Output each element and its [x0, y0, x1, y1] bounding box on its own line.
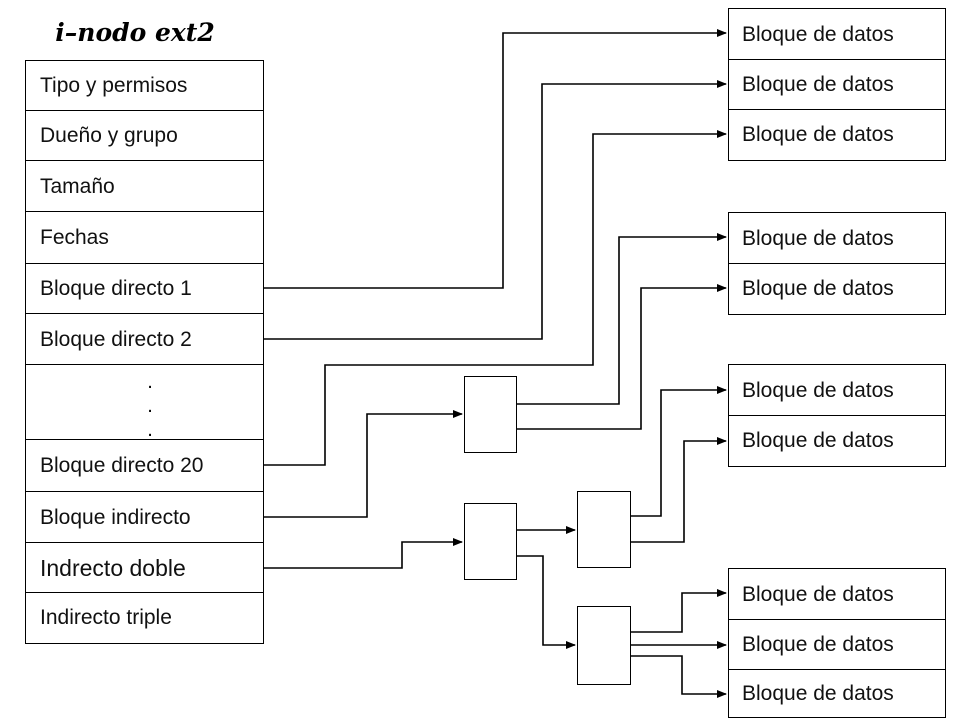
- data-block: Bloque de datos: [728, 364, 946, 417]
- data-block: Bloque de datos: [728, 8, 946, 61]
- data-block: Bloque de datos: [728, 568, 946, 621]
- data-block: Bloque de datos: [728, 619, 946, 671]
- inode-row-direct-block-1: Bloque directo 1: [25, 263, 264, 315]
- connector-level2b-out-3: [631, 655, 727, 698]
- connector-direct-2: [264, 80, 727, 340]
- inode-row-size: Tamaño: [25, 160, 264, 213]
- connector-direct-1: [264, 29, 727, 289]
- diagram-title: i–nodo ext2: [55, 18, 215, 47]
- second-level-pointer-block: [577, 491, 631, 568]
- inode-row-ellipsis: [25, 364, 264, 441]
- inode-row-type-permissions: Tipo y permisos: [25, 60, 264, 112]
- connector-indirect-out-2: [517, 284, 727, 430]
- data-block: Bloque de datos: [728, 415, 946, 467]
- connector-double-level-2: [517, 555, 576, 649]
- connector-level2a-out-1: [631, 386, 727, 517]
- connector-level2a-out-2: [631, 437, 727, 543]
- inode-row-direct-block-2: Bloque directo 2: [25, 313, 264, 366]
- data-block: Bloque de datos: [728, 263, 946, 315]
- ellipsis-dots: ...: [147, 371, 153, 441]
- data-block: Bloque de datos: [728, 109, 946, 161]
- inode-row-double-indirect: Indrecto doble: [25, 542, 264, 594]
- inode-row-direct-block-20: Bloque directo 20: [25, 439, 264, 493]
- data-block: Bloque de datos: [728, 212, 946, 265]
- indirect-pointer-block: [464, 376, 517, 453]
- inode-row-dates: Fechas: [25, 211, 264, 265]
- connector-indirect: [264, 410, 463, 518]
- second-level-pointer-block-2: [577, 606, 631, 685]
- connector-double-indirect: [264, 538, 463, 569]
- inode-row-indirect-block: Bloque indirecto: [25, 491, 264, 544]
- data-block: Bloque de datos: [728, 669, 946, 718]
- data-block: Bloque de datos: [728, 59, 946, 111]
- connector-indirect-out-1: [517, 233, 727, 405]
- connector-direct-20: [264, 130, 727, 466]
- connector-level2b-out-1: [631, 589, 727, 633]
- inode-row-triple-indirect: Indirecto triple: [25, 592, 264, 644]
- double-indirect-pointer-block: [464, 503, 517, 580]
